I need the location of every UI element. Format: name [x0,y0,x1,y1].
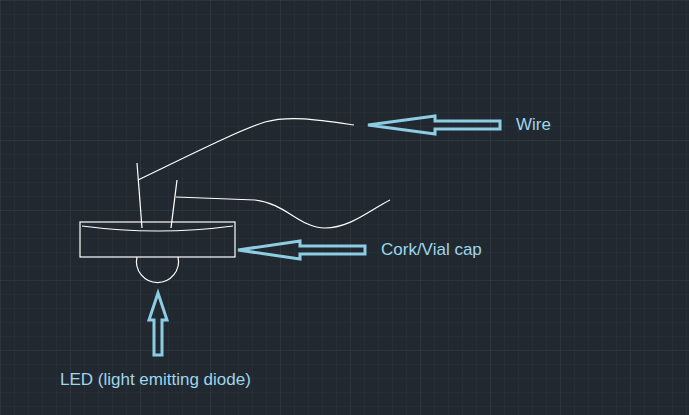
callout-arrows [149,116,500,355]
wire-label: Wire [516,115,551,135]
wire [176,197,390,228]
led-dome [137,257,179,283]
cork-top-curve [82,226,233,231]
leader-arrow [149,293,167,355]
cork-label: Cork/Vial cap [381,240,482,260]
led-leg [137,163,142,228]
led-leg [171,180,177,228]
illustration [80,119,390,283]
leader-arrow [238,241,365,259]
leader-arrow [368,116,500,134]
cork-body [80,222,235,257]
wire [138,119,354,180]
led-label: LED (light emitting diode) [60,370,251,390]
